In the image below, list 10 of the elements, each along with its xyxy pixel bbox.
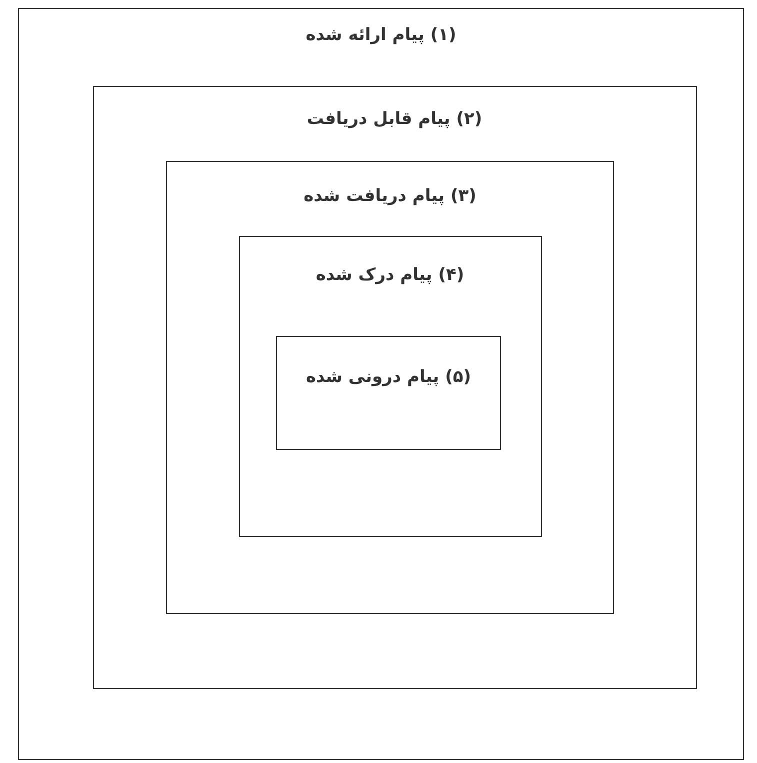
box-heading: (۴) پیام درک شده — [316, 264, 464, 284]
nested-box — [18, 8, 744, 760]
box-heading: (۳) پیام دریافت شده — [304, 186, 476, 206]
box-heading: (۵) پیام درونی شده — [306, 367, 472, 387]
box-heading: (۱) پیام ارائه شده — [306, 25, 456, 45]
nested-box — [238, 236, 542, 536]
nested-box — [166, 161, 614, 614]
box-heading: (۲) پیام قابل دریافت — [306, 108, 482, 128]
nested-box — [92, 86, 696, 688]
nested-box — [276, 336, 501, 450]
